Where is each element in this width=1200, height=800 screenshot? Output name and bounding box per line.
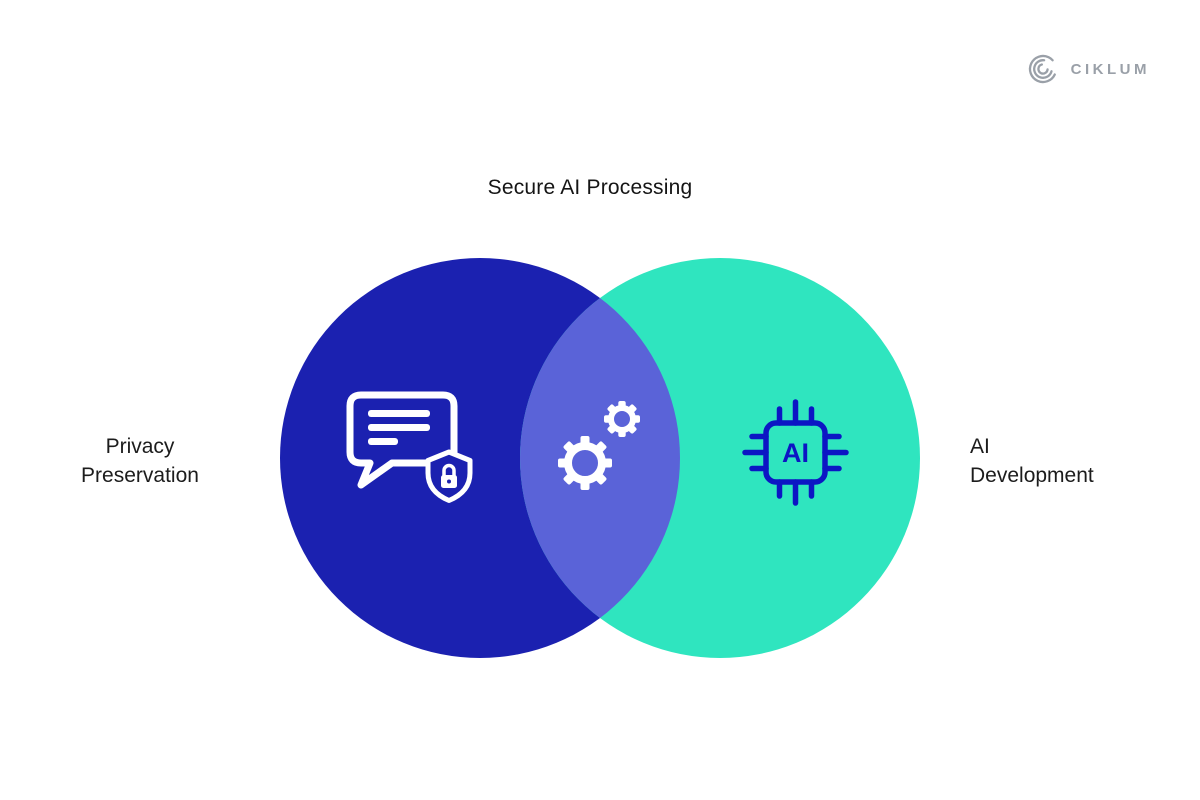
label-ai-development: AI Development [970,432,1094,490]
brand-logo-text: CIKLUM [1070,60,1150,78]
ciklum-arcs-icon [1028,54,1057,84]
label-privacy-line1: Privacy [105,435,175,458]
chip-label-text: AI [782,438,809,468]
ai-chip-icon: AI [742,399,849,506]
chat-shield-icon [346,391,473,503]
small-gear [604,401,640,437]
label-ai-line1: AI [970,435,990,458]
label-privacy-preservation: Privacy Preservation [40,432,240,490]
large-gear [558,436,612,490]
label-ai-line2: Development [970,464,1094,487]
diagram-title: Secure AI Processing [487,176,693,199]
gears-icon [558,401,640,490]
chip-pins [742,399,849,506]
brand-logo: CIKLUM [1026,52,1150,86]
label-privacy-line2: Preservation [81,464,199,487]
